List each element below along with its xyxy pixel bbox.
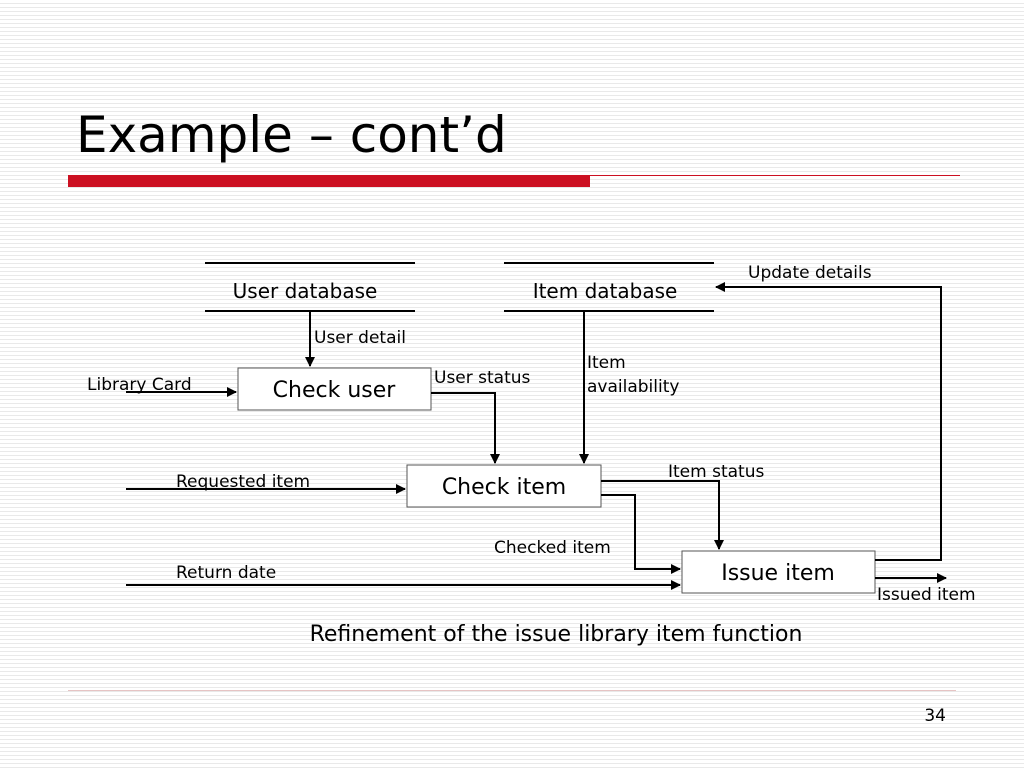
- footer-divider: [68, 690, 956, 691]
- flow-user-detail-label: User detail: [314, 328, 406, 348]
- process-issue-item: Issue item: [681, 550, 876, 594]
- flow-user-status-label: User status: [434, 368, 531, 388]
- process-label: Check user: [273, 378, 397, 403]
- flow-item-availability-label-line1: Item: [587, 353, 626, 373]
- flow-checked-item-label: Checked item: [494, 538, 611, 558]
- process-box: [681, 550, 876, 594]
- flow-item-availability-label-line2: availability: [587, 377, 679, 397]
- store-item-database: Item database: [504, 262, 714, 312]
- process-box: [237, 367, 432, 411]
- process-check-item: Check item: [406, 464, 602, 508]
- figure-caption: Refinement of the issue library item fun…: [309, 622, 803, 647]
- flow-item-status-arrow: [601, 480, 724, 550]
- slide-title: Example – cont’d: [76, 106, 507, 164]
- store-label: Item database: [533, 279, 678, 303]
- process-check-user: Check user: [237, 367, 432, 411]
- flow-user-status-arrow: [431, 392, 500, 464]
- page-number: 34: [924, 706, 946, 726]
- flow-library-card-label: Library Card: [87, 375, 192, 395]
- flow-update-details-arrow: [715, 282, 942, 561]
- flow-checked-item-arrow: [601, 494, 681, 574]
- process-label: Issue item: [721, 561, 835, 586]
- flow-update-details-label: Update details: [748, 263, 872, 283]
- title-underline-thin: [590, 175, 960, 176]
- flow-issued-item-label: Issued item: [877, 585, 976, 605]
- flow-requested-item-label: Requested item: [176, 472, 310, 492]
- store-user-database: User database: [205, 262, 415, 312]
- flow-item-status-label: Item status: [668, 462, 764, 482]
- title-underline-thick: [68, 175, 590, 187]
- store-label: User database: [233, 279, 378, 303]
- flow-return-date-label: Return date: [176, 563, 276, 583]
- process-box: [406, 464, 602, 508]
- process-label: Check item: [442, 475, 566, 500]
